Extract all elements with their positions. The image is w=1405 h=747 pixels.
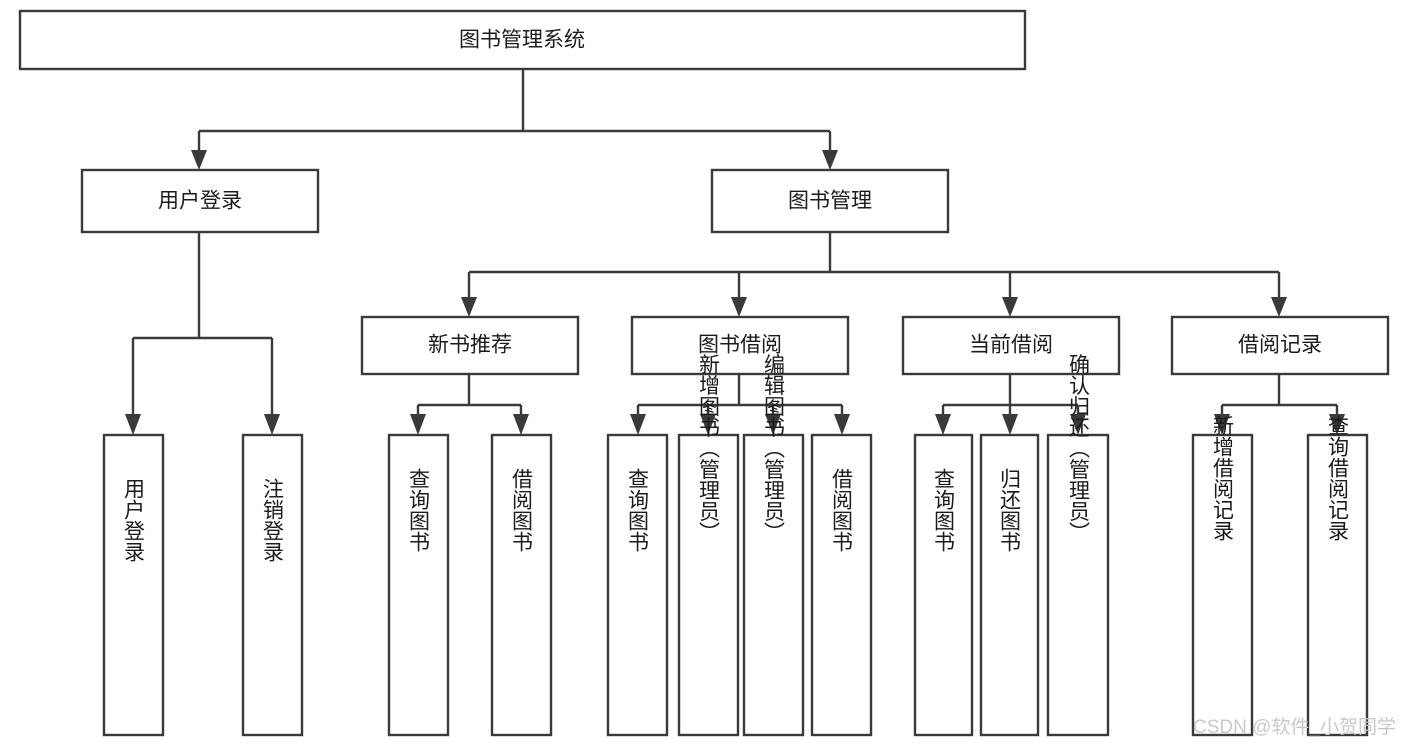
leaf-borrow-record-add[interactable]: 新增借阅记录 — [1191, 415, 1254, 737]
node-book-borrow[interactable]: 图书借阅 — [630, 315, 850, 376]
arrow-book-mgmt-to-book-borrow — [731, 297, 747, 317]
leaf-new-book-query[interactable]: 查询图书 — [387, 433, 450, 737]
leaf-new-book-borrow-box — [490, 433, 553, 737]
leaf-new-book-query-box — [387, 433, 450, 737]
leaf-user-login-login[interactable]: 用户登录 — [102, 433, 165, 737]
leaf-user-login-logout[interactable]: 注销登录 — [241, 433, 304, 737]
leaf-borrow-record-query-box — [1306, 433, 1369, 737]
node-book-management-label: 图书管理 — [788, 190, 872, 213]
node-borrow-record-label: 借阅记录 — [1238, 334, 1322, 357]
arrow-book-mgmt-to-new-book — [461, 297, 477, 317]
node-book-management[interactable]: 图书管理 — [710, 168, 950, 234]
arrow-book-borrow-leaf-3 — [765, 414, 781, 435]
leaf-book-borrow-query-label: 查询图书 — [626, 468, 650, 552]
leaf-current-borrow-confirm-admin[interactable]: 确认归还（管理员） — [1046, 354, 1110, 737]
arrow-user-login-leaf-1 — [125, 414, 141, 435]
arrow-root-to-book-mgmt — [822, 150, 838, 170]
leaf-book-borrow-borrow-box — [810, 433, 873, 737]
arrow-book-mgmt-to-borrow-record — [1271, 297, 1287, 317]
leaf-borrow-record-query[interactable]: 查询借阅记录 — [1306, 415, 1369, 737]
node-user-login-box — [80, 168, 320, 234]
connector-layer — [125, 69, 1345, 435]
leaf-book-borrow-add-admin[interactable]: 新增图书（管理员） — [677, 354, 740, 737]
node-book-borrow-box — [630, 315, 850, 376]
arrow-borrow-record-leaf-2 — [1329, 414, 1345, 435]
leaf-book-borrow-borrow[interactable]: 借阅图书 — [810, 433, 873, 737]
leaf-current-borrow-query[interactable]: 查询图书 — [913, 433, 974, 737]
node-user-login[interactable]: 用户登录 — [80, 168, 320, 234]
node-borrow-record-box — [1170, 315, 1390, 376]
arrow-new-book-leaf-2 — [513, 414, 529, 435]
arrow-current-borrow-leaf-3 — [1070, 414, 1086, 435]
leaf-book-borrow-query[interactable]: 查询图书 — [606, 433, 669, 737]
arrow-current-borrow-leaf-2 — [1002, 414, 1018, 435]
node-book-borrow-label: 图书借阅 — [698, 334, 782, 357]
leaf-book-borrow-borrow-label: 借阅图书 — [830, 468, 854, 552]
arrow-root-to-user-login — [191, 150, 207, 170]
leaf-book-borrow-add-admin-box — [677, 433, 740, 737]
csdn-watermark: CSDN @软件_小贺同学 — [1193, 716, 1396, 738]
arrow-book-borrow-leaf-4 — [834, 414, 850, 435]
leaf-current-borrow-query-box — [913, 433, 974, 737]
node-current-borrow[interactable]: 当前借阅 — [901, 315, 1121, 376]
arrow-new-book-leaf-1 — [410, 414, 426, 435]
arrow-user-login-leaf-2 — [264, 414, 280, 435]
leaf-current-borrow-return-label: 归还图书 — [998, 468, 1022, 552]
node-new-book-recommend-label: 新书推荐 — [428, 334, 512, 357]
leaf-user-login-login-box — [102, 433, 165, 737]
leaf-book-borrow-query-box — [606, 433, 669, 737]
leaf-current-borrow-confirm-admin-box — [1046, 433, 1110, 737]
leaf-new-book-query-label: 查询图书 — [407, 468, 431, 552]
leaf-borrow-record-add-label: 新增借阅记录 — [1211, 415, 1235, 541]
leaf-user-login-logout-box — [241, 433, 304, 737]
node-current-borrow-label: 当前借阅 — [969, 334, 1053, 357]
node-user-login-label: 用户登录 — [158, 190, 242, 213]
leaf-borrow-record-query-label: 查询借阅记录 — [1326, 415, 1350, 541]
arrow-book-borrow-leaf-1 — [630, 414, 646, 435]
leaf-book-borrow-edit-admin[interactable]: 编辑图书（管理员） — [742, 354, 805, 737]
leaf-book-borrow-edit-admin-box — [742, 433, 805, 737]
arrow-borrow-record-leaf-1 — [1214, 414, 1230, 435]
node-book-management-box — [710, 168, 950, 234]
leaf-new-book-borrow-label: 借阅图书 — [510, 468, 534, 552]
leaf-book-borrow-edit-admin-label: 编辑图书（管理员） — [762, 354, 786, 543]
arrow-book-mgmt-to-current-borrow — [1002, 297, 1018, 317]
node-new-book-recommend-box — [360, 315, 580, 376]
node-root-book-management-system[interactable]: 图书管理系统 — [18, 9, 1027, 71]
leaf-user-login-logout-label: 注销登录 — [261, 478, 285, 562]
node-current-borrow-box — [901, 315, 1121, 376]
node-new-book-recommend[interactable]: 新书推荐 — [360, 315, 580, 376]
node-root-label: 图书管理系统 — [459, 29, 585, 52]
leaf-user-login-login-label: 用户登录 — [122, 478, 146, 562]
leaf-new-book-borrow[interactable]: 借阅图书 — [490, 433, 553, 737]
arrow-current-borrow-leaf-1 — [935, 414, 951, 435]
arrow-book-borrow-leaf-2 — [700, 414, 716, 435]
leaf-borrow-record-add-box — [1191, 433, 1254, 737]
leaf-current-borrow-return[interactable]: 归还图书 — [979, 433, 1040, 737]
leaf-current-borrow-confirm-admin-label: 确认归还（管理员） — [1067, 354, 1091, 543]
leaf-current-borrow-return-box — [979, 433, 1040, 737]
leaf-book-borrow-add-admin-label: 新增图书（管理员） — [697, 354, 721, 543]
node-root-box — [18, 9, 1027, 71]
leaf-current-borrow-query-label: 查询图书 — [932, 468, 956, 552]
node-borrow-record[interactable]: 借阅记录 — [1170, 315, 1390, 376]
